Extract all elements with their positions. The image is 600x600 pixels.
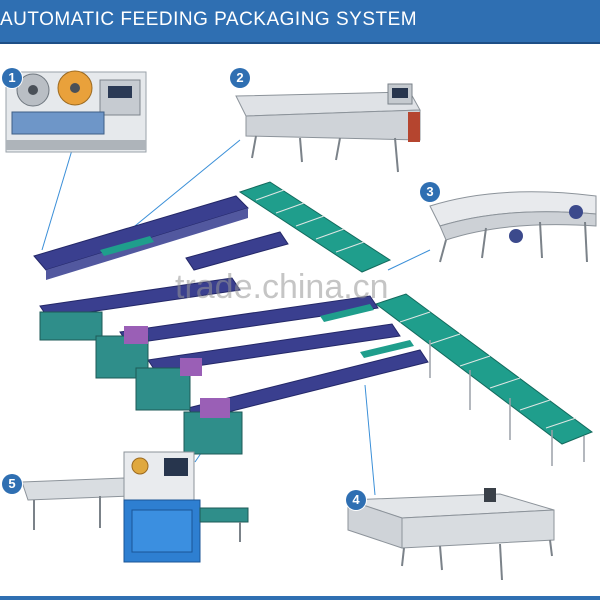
footer-bar [0,596,600,600]
watermark: trade.china.cn [175,268,389,306]
curved-conveyor-icon [429,191,597,263]
page-title: AUTOMATIC FEEDING PACKAGING SYSTEM [0,9,418,30]
packing-stations [39,311,243,455]
callout-badge-5: 5 [2,474,22,494]
header-bar: AUTOMATIC FEEDING PACKAGING SYSTEM [0,0,600,44]
feeding-lines [33,195,429,421]
callout-badge-2: 2 [230,68,250,88]
sorting-conveyor-icon [235,83,421,173]
leader-lines [41,139,431,496]
callout-badge-1: 1 [2,68,22,88]
cartoning-machine-icon [347,488,555,581]
callout-badge-3: 3 [420,182,440,202]
flow-wrapper-icon [21,451,249,563]
callout-badge-4: 4 [346,490,366,510]
main-conveyor-network [238,181,594,466]
printer-unit-icon [5,70,147,153]
